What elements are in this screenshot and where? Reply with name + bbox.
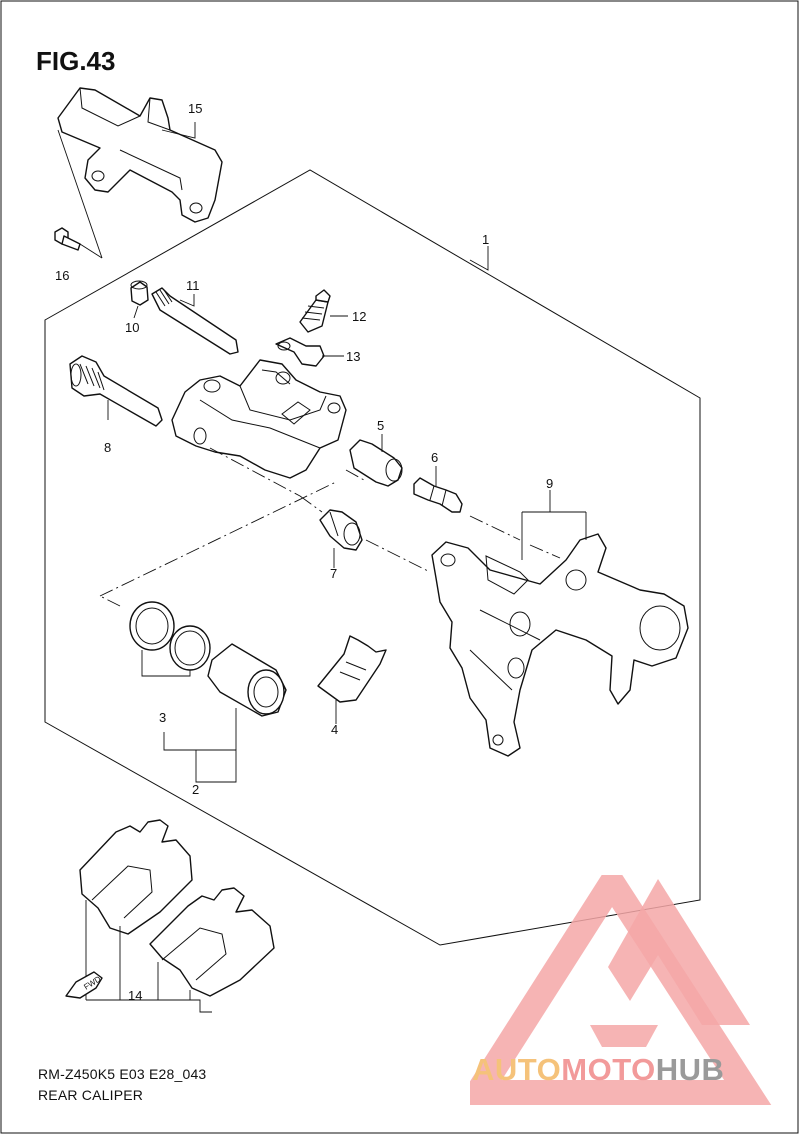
part-5-sleeve: [349, 439, 403, 487]
callout-13: 13: [346, 349, 360, 364]
part-6-pin: [413, 477, 463, 513]
callout-4: 4: [331, 722, 338, 737]
part-8-slide-pin: [69, 355, 163, 427]
callout-12: 12: [352, 309, 366, 324]
part-11-pin: [151, 287, 239, 355]
callout-3: 3: [159, 710, 166, 725]
watermark-brand-hub: HUB: [655, 1052, 725, 1087]
callout-7: 7: [330, 566, 337, 581]
part-14-brake-pads: [79, 819, 275, 1013]
forward-direction-marker: FWD: [65, 971, 103, 999]
part-15-bracket: [57, 87, 223, 259]
watermark-logo: [470, 875, 772, 1105]
section-name-label: REAR CALIPER: [38, 1087, 144, 1103]
part-10-cap: [130, 280, 149, 306]
leader-lines: [107, 122, 587, 783]
assembly-outline: [44, 169, 701, 946]
callout-14: 14: [128, 988, 142, 1003]
assembly-centerline-a: [99, 469, 561, 607]
callout-numbers: 15 1 16 11 10 12 13 8 5 6 9 7 3 4 2 14: [55, 101, 553, 1003]
caliper-body: [171, 359, 347, 479]
model-code-label: RM-Z450K5 E03 E28_043: [38, 1066, 207, 1082]
assembly-centerline-b: [209, 447, 323, 513]
callout-11: 11: [186, 278, 200, 293]
callout-6: 6: [431, 450, 438, 465]
watermark-brand-moto: MOTO: [561, 1052, 656, 1087]
part-2-piston: [207, 643, 287, 717]
part-16-bolt: [54, 227, 103, 259]
callout-5: 5: [377, 418, 384, 433]
callout-16: 16: [55, 268, 69, 283]
callout-8: 8: [104, 440, 111, 455]
figure-title: FIG.43: [36, 46, 116, 76]
part-13-cap: [275, 337, 325, 367]
part-4-pad-spring: [317, 635, 387, 703]
part-12-bleeder: [299, 289, 331, 333]
watermark-brand-auto: AUTO: [472, 1052, 562, 1087]
callout-10: 10: [125, 320, 139, 335]
part-7-boot: [319, 509, 363, 551]
part-3-seals: [129, 601, 211, 671]
callout-9: 9: [546, 476, 553, 491]
callout-2: 2: [192, 782, 199, 797]
part-9-support-bracket: [431, 533, 689, 757]
callout-1: 1: [482, 232, 489, 247]
callout-15: 15: [188, 101, 202, 116]
watermark-brand: AUTOMOTOHUB: [472, 1052, 724, 1088]
